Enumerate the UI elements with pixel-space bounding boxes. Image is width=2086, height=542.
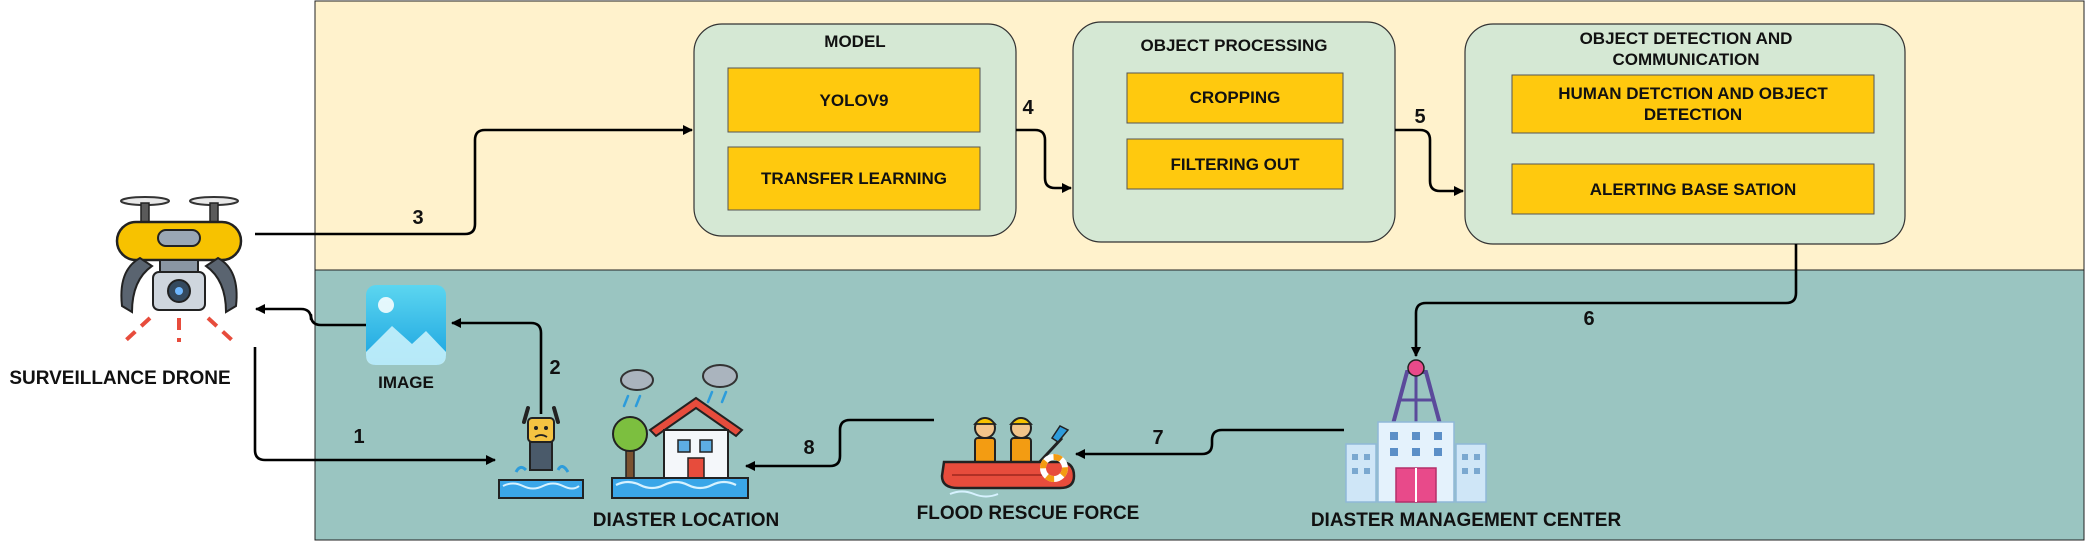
filtering-out-label: FILTERING OUT	[1170, 155, 1300, 174]
arrow-step-6	[1411, 244, 1798, 357]
location-label: DIASTER LOCATION	[593, 510, 779, 531]
cropping-box	[1126, 72, 1344, 124]
human-detection-label-line1: HUMAN DETCTION AND OBJECT	[1558, 84, 1828, 103]
flooded-house-icon	[611, 364, 749, 499]
image-label: IMAGE	[378, 373, 434, 392]
image-icon	[366, 285, 446, 365]
arrow-step-1	[253, 347, 496, 465]
filtering-out-box	[1126, 138, 1344, 190]
arrow-step-2	[451, 318, 543, 414]
arrow-step-3	[255, 125, 693, 236]
step-label-7: 7	[1152, 427, 1163, 449]
management-center-icon	[1345, 359, 1487, 503]
arrow-step-7	[1075, 428, 1344, 459]
detection-title-line1: OBJECT DETECTION AND	[1580, 29, 1793, 48]
yolov9-box	[727, 67, 981, 133]
arrow-step-5	[1395, 128, 1464, 196]
step-label-1: 1	[353, 426, 364, 448]
rescue-label: FLOOD RESCUE FORCE	[917, 503, 1140, 524]
processing-title: OBJECT PROCESSING	[1140, 36, 1327, 55]
drone-label: SURVEILLANCE DRONE	[9, 368, 230, 389]
transfer-learning-box	[727, 146, 981, 211]
arrow-step-8	[745, 418, 934, 471]
processing-panel: OBJECT PROCESSING CROPPING FILTERING OUT	[1072, 21, 1396, 243]
detection-title-line2: COMMUNICATION	[1613, 50, 1760, 69]
transfer-learning-label: TRANSFER LEARNING	[761, 169, 947, 188]
center-label: DIASTER MANAGEMENT CENTER	[1311, 510, 1622, 531]
step-label-8: 8	[803, 437, 814, 459]
rescue-boat-icon	[940, 417, 1076, 498]
model-title: MODEL	[824, 32, 885, 51]
detection-panel: OBJECT DETECTION AND COMMUNICATION HUMAN…	[1464, 23, 1906, 245]
cropping-label: CROPPING	[1190, 88, 1281, 107]
arrow-step-4	[1016, 128, 1072, 193]
step-label-2: 2	[549, 357, 560, 379]
step-label-3: 3	[412, 207, 423, 229]
drone-icon	[115, 196, 243, 344]
step-label-4: 4	[1022, 97, 1034, 119]
model-panel: MODEL YOLOV9 TRANSFER LEARNING	[693, 23, 1017, 237]
step-label-5: 5	[1414, 106, 1425, 128]
step-label-6: 6	[1583, 308, 1594, 330]
alerting-box	[1511, 163, 1875, 215]
drowning-person-icon	[498, 406, 584, 499]
arrow-image-to-drone	[255, 304, 366, 327]
yolov9-label: YOLOV9	[820, 91, 889, 110]
alerting-label: ALERTING BASE SATION	[1590, 180, 1797, 199]
human-detection-label-line2: DETECTION	[1644, 105, 1742, 124]
human-detection-box	[1511, 74, 1875, 134]
bottom-band	[314, 269, 2085, 541]
